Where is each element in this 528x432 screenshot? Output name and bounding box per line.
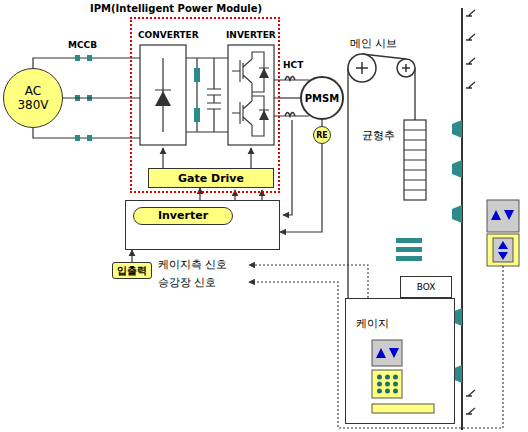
connector: [280, 97, 300, 98]
io-box: 입출력: [112, 262, 152, 279]
sheave-label: 메인 시브: [350, 36, 398, 51]
block-label: Gate Drive: [178, 172, 244, 185]
label-holder: HCT: [283, 60, 303, 70]
counterweight: [404, 120, 426, 200]
gate-arrow: [250, 148, 251, 168]
label-holder: INVERTER: [226, 30, 276, 40]
counterweight-plate: [404, 130, 426, 190]
direction-triangle: [498, 241, 508, 260]
inverter-block: [228, 45, 274, 145]
counterweight-label: 균형추: [362, 128, 395, 143]
gate-drive-box: Gate Drive: [148, 168, 274, 188]
cage-body: [346, 299, 454, 423]
motor-circle: PMSM: [300, 76, 344, 120]
source-label: AC 380V: [13, 84, 53, 113]
resistor-symbol: [194, 68, 200, 122]
gate-arrow: [162, 148, 163, 168]
label-holder: MCCB: [68, 40, 97, 50]
signal-label: 승강장 신호: [158, 275, 217, 290]
hall-button: [493, 238, 513, 262]
signal-label: 케이지측 신호: [158, 257, 228, 272]
power-module-region: IPM(Intelligent Power Module)Gate Drive: [130, 17, 280, 193]
hall-indicator: [487, 200, 519, 232]
io-label: 입출력: [117, 264, 147, 278]
keypad-button: [377, 375, 398, 394]
sheave-hub: [356, 62, 410, 74]
signal-line: [249, 266, 503, 428]
feedback-line: [283, 120, 292, 215]
diode-symbol: [155, 58, 171, 132]
connector: [63, 97, 130, 98]
power-source-circle: AC 380V: [3, 68, 63, 128]
module-heading: IPM(Intelligent Power Module): [90, 3, 262, 14]
diode-symbol: [259, 68, 269, 120]
floor-switch: [466, 10, 475, 414]
landing-sensor: [396, 238, 422, 261]
label-holder: 승강장 신호: [158, 275, 217, 290]
car-keypad: [372, 370, 402, 398]
car-sill: [372, 404, 434, 413]
diode-symbol: [155, 91, 171, 106]
encoder-label: RE: [316, 131, 328, 140]
hall-button-panel: [487, 234, 519, 266]
block-heading: CONVERTER: [138, 30, 199, 40]
controller-box: Inverter: [125, 200, 280, 250]
current-sensor-coil: [285, 77, 295, 117]
sensor-label: HCT: [283, 60, 303, 70]
direction-triangle: [491, 210, 514, 220]
connector: [199, 188, 200, 200]
connector: [131, 250, 132, 262]
label-holder: 균형추: [362, 128, 395, 143]
converter-block: [140, 45, 186, 145]
dc-bus: [186, 58, 228, 132]
motor-label: PMSM: [305, 93, 339, 104]
controller-label: Inverter: [133, 207, 233, 225]
direction-triangle: [376, 348, 399, 358]
label-holder: 케이지측 신호: [158, 257, 228, 272]
encoder-circle: RE: [313, 126, 331, 144]
label-holder: 메인 시브: [350, 36, 398, 51]
label-holder: CONVERTER: [138, 30, 199, 40]
car-indicator: [372, 340, 402, 366]
cage-outline: 케이지: [345, 298, 455, 424]
igbt-symbol: [232, 52, 269, 136]
breaker-label: MCCB: [68, 40, 97, 50]
control-box: BOX: [400, 276, 452, 298]
block-heading: INVERTER: [226, 30, 276, 40]
connector: [280, 144, 322, 232]
box-label: BOX: [417, 282, 436, 292]
cage-label: 케이지: [356, 316, 389, 331]
